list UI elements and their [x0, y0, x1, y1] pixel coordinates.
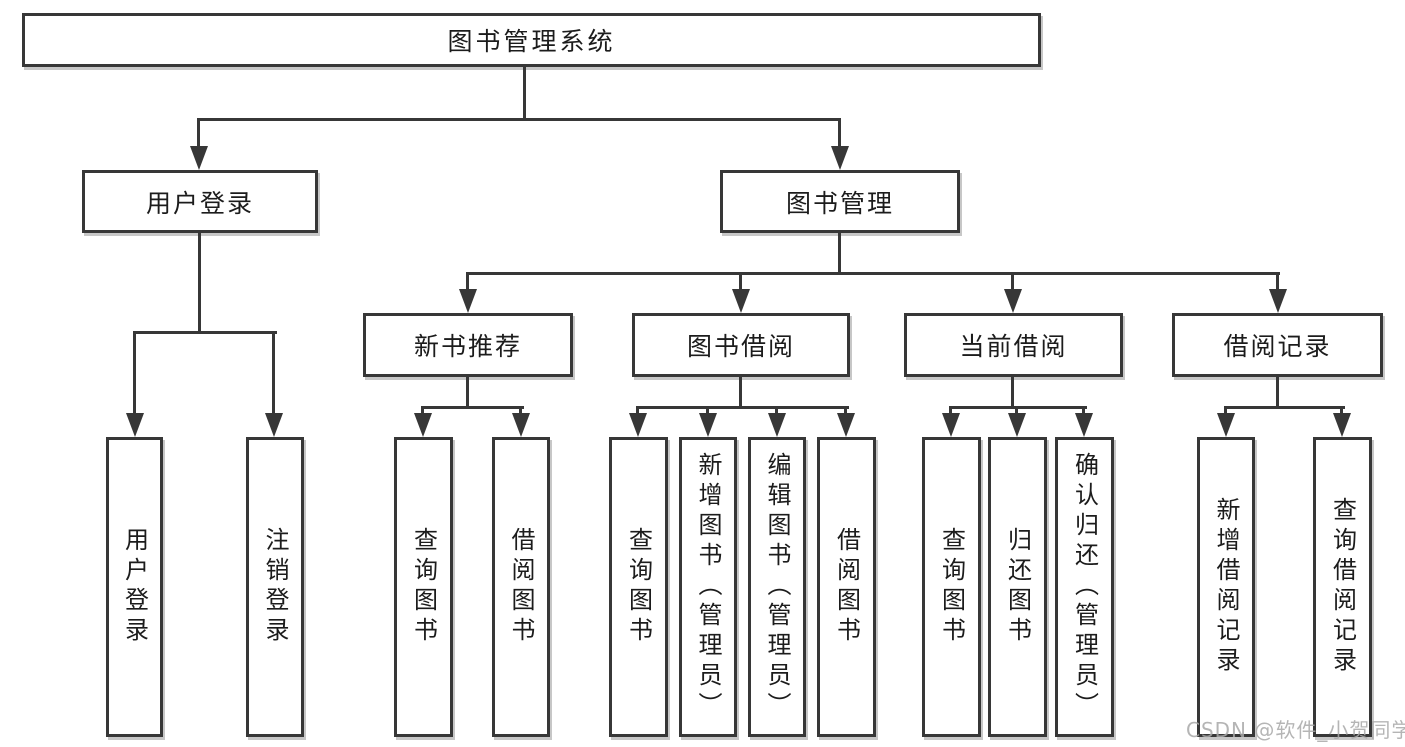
node-label: 确认归还（管理员）: [1070, 452, 1099, 722]
node-label: 查询图书: [937, 527, 966, 647]
connector-leaf: [636, 408, 639, 413]
node-book-borrowing: 图书借阅: [632, 313, 850, 377]
connector-current-borrow-hline: [949, 406, 1087, 409]
arrow-down-icon: [459, 289, 477, 313]
node-new-book-recommend: 新书推荐: [363, 313, 573, 377]
connector-leaf: [519, 408, 522, 413]
node-label: 新增图书（管理员）: [694, 452, 722, 722]
arrow-down-icon: [414, 413, 432, 437]
node-label: 新书推荐: [413, 332, 522, 361]
node-borrow-books-recommend: 借阅图书: [492, 437, 550, 737]
arrow-down-icon: [1004, 289, 1022, 313]
connector-to-login-leaf: [133, 333, 136, 413]
connector-leaf: [421, 408, 424, 413]
connector-user-login-hline: [133, 331, 277, 334]
arrow-down-icon: [699, 413, 717, 437]
arrow-down-icon: [942, 413, 960, 437]
connector-book-borrow-hline: [636, 406, 849, 409]
connector-to-logout-leaf: [272, 333, 275, 413]
connector-current-borrow-stem: [1011, 377, 1014, 408]
connector-leaf: [1224, 408, 1227, 413]
connector-to-new-book: [466, 274, 469, 289]
connector-root-stem: [523, 67, 526, 120]
connector-root-hline: [197, 118, 841, 121]
node-label: 图书管理系统: [447, 27, 616, 56]
connector-user-login-stem: [198, 233, 201, 333]
node-confirm-return-admin: 确认归还（管理员）: [1055, 437, 1114, 737]
connector-new-book-hline: [421, 406, 524, 409]
node-label: 归还图书: [1003, 527, 1032, 647]
arrow-down-icon: [768, 413, 786, 437]
arrow-down-icon: [1075, 413, 1093, 437]
node-query-books-current: 查询图书: [922, 437, 981, 737]
node-label: 编辑图书（管理员）: [763, 452, 791, 722]
node-label: 查询图书: [624, 527, 653, 647]
connector-to-user-login: [197, 120, 200, 148]
arrow-down-icon: [1217, 413, 1235, 437]
node-label: 用户登录: [145, 188, 254, 218]
connector-new-book-stem: [466, 377, 469, 408]
node-current-borrowing: 当前借阅: [904, 313, 1123, 377]
node-label: 用户登录: [120, 527, 149, 647]
arrow-down-icon: [190, 146, 208, 170]
arrow-down-icon: [1008, 413, 1026, 437]
arrow-down-icon: [512, 413, 530, 437]
connector-leaf: [1340, 408, 1343, 413]
arrow-down-icon: [732, 289, 750, 313]
node-user-login: 用户登录: [82, 170, 318, 233]
connector-leaf: [1015, 408, 1018, 413]
connector-to-book-management: [838, 120, 841, 148]
node-label: 图书借阅: [686, 332, 795, 361]
connector-leaf: [1082, 408, 1085, 413]
arrow-down-icon: [126, 413, 144, 437]
node-label: 借阅图书: [832, 527, 861, 647]
arrow-down-icon: [629, 413, 647, 437]
connector-leaf: [775, 408, 778, 413]
node-label: 注销登录: [261, 527, 289, 647]
node-query-books-borrowing: 查询图书: [609, 437, 668, 737]
csdn-watermark: CSDN @软件_小贺同学: [1186, 718, 1405, 742]
arrow-down-icon: [831, 146, 849, 170]
node-label: 查询借阅记录: [1328, 497, 1357, 677]
node-label: 新增借阅记录: [1212, 497, 1240, 677]
node-query-borrow-record: 查询借阅记录: [1313, 437, 1372, 737]
connector-book-mgmt-hline: [466, 272, 1280, 275]
node-book-management: 图书管理: [720, 170, 960, 233]
arrow-down-icon: [837, 413, 855, 437]
connector-book-mgmt-stem: [838, 233, 841, 274]
arrow-down-icon: [1333, 413, 1351, 437]
connector-leaf: [706, 408, 709, 413]
node-edit-books-admin: 编辑图书（管理员）: [748, 437, 806, 737]
arrow-down-icon: [265, 413, 283, 437]
node-add-books-admin: 新增图书（管理员）: [679, 437, 737, 737]
connector-to-current-borrow: [1011, 274, 1014, 289]
connector-borrow-records-stem: [1276, 377, 1279, 408]
node-label: 当前借阅: [959, 332, 1068, 361]
node-label: 借阅图书: [507, 527, 535, 647]
connector-leaf: [844, 408, 847, 413]
node-borrowing-records: 借阅记录: [1172, 313, 1383, 377]
node-logout: 注销登录: [246, 437, 304, 737]
connector-to-borrow-records: [1276, 274, 1279, 289]
connector-to-book-borrow: [739, 274, 742, 289]
node-library-management-system: 图书管理系统: [22, 13, 1041, 67]
node-return-books: 归还图书: [988, 437, 1047, 737]
node-label: 图书管理: [785, 188, 894, 218]
node-label: 查询图书: [409, 527, 438, 647]
node-borrow-books: 借阅图书: [817, 437, 876, 737]
connector-borrow-records-hline: [1224, 406, 1345, 409]
connector-book-borrow-stem: [739, 377, 742, 408]
connector-leaf: [949, 408, 952, 413]
node-user-login-leaf: 用户登录: [106, 437, 163, 737]
node-label: 借阅记录: [1223, 332, 1332, 361]
node-query-books-recommend: 查询图书: [394, 437, 453, 737]
node-add-borrow-record: 新增借阅记录: [1197, 437, 1255, 737]
arrow-down-icon: [1269, 289, 1287, 313]
